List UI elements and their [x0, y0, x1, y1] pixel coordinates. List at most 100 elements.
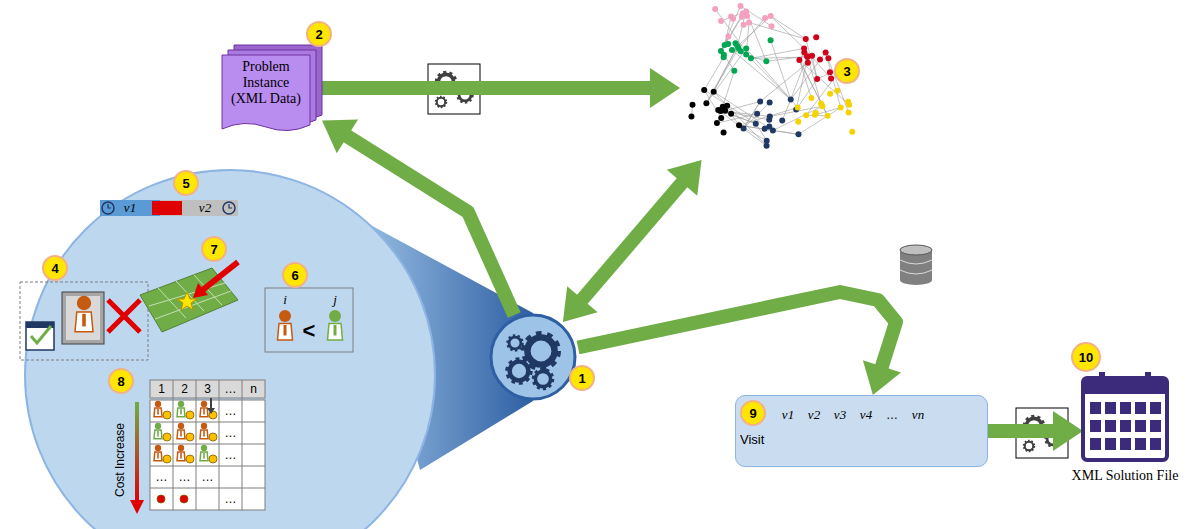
gear-teeth	[508, 360, 530, 382]
gear	[436, 97, 446, 107]
calendar-day	[1105, 438, 1116, 450]
gear	[1024, 441, 1034, 451]
grid-line	[219, 380, 220, 510]
graph-vertex	[796, 131, 802, 137]
graph-edge	[739, 125, 767, 140]
graph-vertex	[838, 105, 844, 111]
cost-table	[150, 380, 265, 398]
graph-vertex	[767, 100, 773, 106]
network-graph-area: 3	[680, 0, 860, 160]
cost-coin	[209, 433, 217, 441]
graph-vertex	[738, 48, 744, 54]
graph-vertex	[738, 3, 744, 9]
calendar-day	[1150, 402, 1161, 414]
graph-edge	[737, 15, 745, 46]
graph-vertex	[795, 104, 801, 110]
grid-line	[150, 422, 265, 423]
cost-coin	[186, 411, 194, 419]
variable-label: v1	[118, 199, 142, 217]
variable-label: i	[277, 292, 293, 308]
graph-edge	[715, 9, 751, 58]
graph-vertex	[814, 76, 820, 82]
table-header: v2	[801, 404, 827, 426]
graph-vertex	[690, 102, 696, 108]
calendar-day	[1090, 420, 1101, 432]
gear-teeth	[508, 336, 522, 350]
node-outline	[736, 396, 989, 468]
callout-number: 1	[569, 365, 595, 391]
arrow-head	[1053, 411, 1083, 451]
network-graph	[688, 3, 855, 149]
graph-edge	[723, 71, 735, 107]
gear-ring	[527, 337, 554, 364]
person-tie	[203, 409, 205, 415]
node-outline	[1083, 372, 1167, 460]
cost-coin	[180, 495, 188, 503]
database-icon	[900, 245, 932, 255]
graph-edge	[714, 92, 767, 146]
gear	[534, 370, 552, 388]
graph-edge	[721, 13, 743, 51]
person-tie	[157, 409, 159, 415]
gear-teeth	[534, 370, 552, 388]
grid-line	[242, 380, 243, 510]
graph-vertex	[741, 22, 747, 28]
person-body	[177, 430, 185, 439]
availability-box	[20, 282, 148, 360]
person-icon	[177, 445, 185, 461]
file-caption: XML Solution File	[1071, 468, 1179, 485]
person-tie	[284, 325, 287, 336]
cost-coin	[157, 495, 165, 503]
graph-vertex	[817, 57, 823, 63]
map-icon	[140, 262, 238, 332]
graph-vertex	[803, 36, 809, 42]
graph-vertex	[703, 100, 709, 106]
graph-vertex	[766, 117, 772, 123]
person-body	[177, 452, 185, 461]
precedence-symbol: <	[298, 318, 320, 344]
person-body	[177, 408, 185, 417]
gear-teeth	[1024, 441, 1034, 451]
table-header: v1	[775, 404, 801, 426]
person-tie	[157, 453, 159, 459]
node-outline	[680, 0, 860, 160]
person-icon	[75, 296, 93, 332]
database-icon	[900, 260, 932, 274]
calendar-day	[1135, 438, 1146, 450]
cost-coin	[163, 433, 171, 441]
gear-ring	[437, 98, 446, 107]
calendar-day	[1090, 438, 1101, 450]
person-tie	[180, 431, 182, 437]
time-window-bar	[100, 200, 238, 216]
arrow-shaft	[581, 181, 683, 300]
calendar-day	[1105, 402, 1116, 414]
document-shape: 2Problem Instance (XML Data)	[222, 45, 322, 133]
graph-vertex	[757, 99, 763, 105]
table-cell: …	[219, 400, 242, 422]
grid-line	[150, 488, 265, 489]
calendar-day	[1135, 420, 1146, 432]
graph-vertex	[808, 95, 814, 101]
graph-edge	[799, 60, 827, 116]
person-head	[279, 310, 291, 322]
grid-line	[150, 444, 265, 445]
table-cell: …	[150, 466, 173, 488]
person-body	[278, 324, 293, 341]
graph-vertex	[827, 91, 833, 97]
graph-vertex	[730, 16, 736, 22]
graph-vertex	[846, 109, 852, 115]
graph-vertex	[722, 42, 728, 48]
person-head	[329, 310, 341, 322]
graph-vertex	[768, 13, 774, 19]
table-cell: …	[219, 444, 242, 466]
availability-box	[62, 292, 104, 344]
table-cell: …	[219, 488, 242, 510]
calendar-day	[1135, 402, 1146, 414]
time-window-bar	[229, 204, 232, 208]
graph-vertex	[779, 117, 785, 123]
graph-vertex	[801, 45, 807, 51]
graph-vertex	[725, 34, 731, 40]
graph-edge	[739, 107, 798, 125]
circle-outline	[491, 315, 575, 399]
